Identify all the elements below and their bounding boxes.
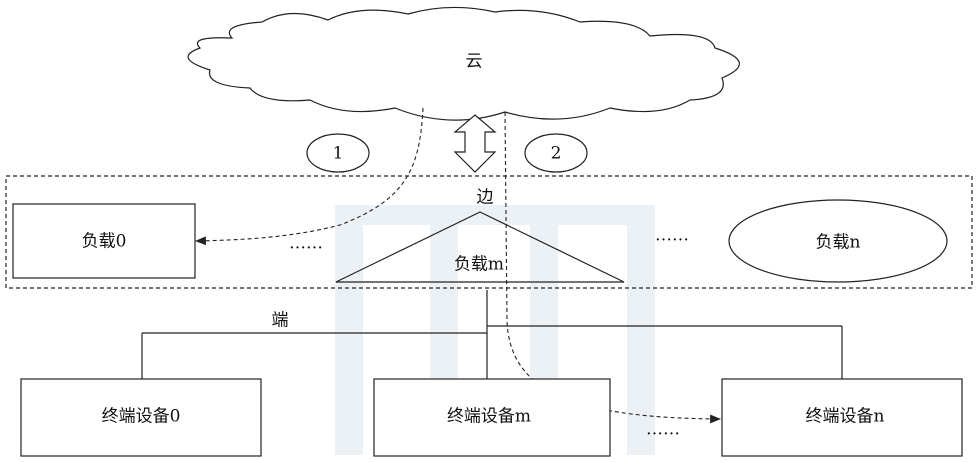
- edge-label: 边: [476, 187, 494, 208]
- device-m-label: 终端设备m: [446, 406, 532, 427]
- devices-ellipsis: ……: [646, 419, 680, 440]
- load-m-label: 负载m: [453, 254, 505, 275]
- loads-ellipsis-left: ……: [289, 233, 323, 254]
- load-n-label: 负载n: [815, 232, 861, 253]
- step-2-circle: [524, 133, 588, 173]
- device-n-label: 终端设备n: [805, 406, 885, 427]
- edge-region: [5, 175, 973, 289]
- load-0-label: 负载0: [81, 231, 127, 252]
- end-label: 端: [271, 310, 289, 331]
- device-connector: [141, 290, 843, 379]
- load-n-ellipse: [728, 199, 948, 283]
- step-2-label: 2: [550, 143, 562, 164]
- device-0-box: [20, 378, 262, 457]
- step-1-circle: [306, 133, 370, 173]
- cloud-edge-double-arrow: [453, 114, 497, 173]
- load-m-triangle: [335, 211, 625, 283]
- device-n-box: [721, 378, 963, 457]
- step-1-label: 1: [332, 143, 344, 164]
- device-m-box: [373, 378, 611, 457]
- device-0-label: 终端设备0: [101, 406, 181, 427]
- offload-path-1: [194, 107, 424, 246]
- cloud-label: 云: [465, 51, 483, 72]
- cloud-shape: [187, 6, 740, 121]
- loads-ellipsis-right: ……: [655, 225, 689, 246]
